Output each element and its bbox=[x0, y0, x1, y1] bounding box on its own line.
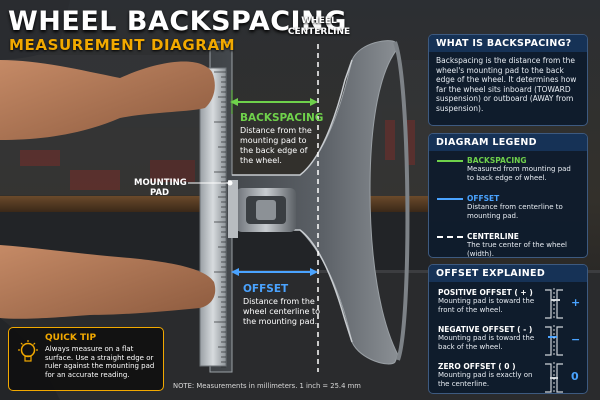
mounting-pad-label-line2: PAD bbox=[150, 188, 170, 198]
lightbulb-icon bbox=[18, 340, 38, 362]
wheel-cross-section bbox=[209, 40, 410, 373]
wheel-profile-icon bbox=[545, 325, 563, 357]
ruler bbox=[199, 67, 227, 368]
offset-sign: − bbox=[571, 333, 581, 346]
offset-item-negative: NEGATIVE OFFSET ( - ) Mounting pad is to… bbox=[429, 325, 587, 362]
backspacing-arrow bbox=[230, 90, 318, 114]
legend-item-offset: OFFSET Distance from centerline to mount… bbox=[429, 194, 587, 232]
quick-tip-box: QUICK TIP Always measure on a flat surfa… bbox=[8, 327, 164, 391]
offset-explained-panel: OFFSET EXPLAINED POSITIVE OFFSET ( + ) M… bbox=[428, 264, 588, 394]
centerline-label-line2: CENTERLINE bbox=[287, 27, 351, 37]
mounting-pad-pointer bbox=[188, 180, 233, 186]
what-is-panel: WHAT IS BACKSPACING? Backspacing is the … bbox=[428, 34, 588, 126]
page-title: WHEEL BACKSPACING bbox=[8, 6, 347, 37]
legend-title: DIAGRAM LEGEND bbox=[429, 134, 587, 151]
backspacing-heading: BACKSPACING bbox=[240, 112, 324, 124]
offset-item-desc: Mounting pad is exactly on the centerlin… bbox=[438, 371, 533, 388]
legend-line-dashed bbox=[437, 236, 463, 238]
quick-tip-text: Always measure on a flat surface. Use a … bbox=[45, 345, 155, 379]
offset-sign: + bbox=[571, 296, 581, 309]
offset-item-name: ZERO OFFSET ( 0 ) bbox=[438, 362, 516, 371]
offset-item-desc: Mounting pad is toward the front of the … bbox=[438, 297, 535, 314]
quick-tip-title: QUICK TIP bbox=[45, 333, 97, 343]
legend-panel: DIAGRAM LEGEND BACKSPACING Measured from… bbox=[428, 133, 588, 258]
offset-explained-title: OFFSET EXPLAINED bbox=[429, 265, 587, 282]
offset-sign: 0 bbox=[571, 370, 579, 383]
offset-item-name: NEGATIVE OFFSET ( - ) bbox=[438, 325, 533, 334]
what-is-text: Backspacing is the distance from the whe… bbox=[436, 56, 577, 113]
mounting-pad-label-line1: MOUNTING bbox=[134, 178, 187, 188]
what-is-title: WHAT IS BACKSPACING? bbox=[429, 35, 587, 52]
centerline-label: WHEEL CENTERLINE bbox=[286, 16, 352, 38]
legend-item-name: BACKSPACING bbox=[467, 156, 527, 165]
centerline-label-line1: WHEEL bbox=[301, 16, 337, 26]
footnote: NOTE: Measurements in millimeters. 1 inc… bbox=[173, 382, 361, 390]
legend-item-desc: Distance from centerline to mounting pad… bbox=[467, 203, 563, 220]
legend-item-centerline: CENTERLINE The true center of the wheel … bbox=[429, 232, 587, 270]
backspacing-description: Distance from the mounting pad to the ba… bbox=[240, 126, 312, 165]
wheel-profile-icon bbox=[545, 288, 563, 320]
legend-item-desc: Measured from mounting pad to back edge … bbox=[467, 165, 571, 182]
legend-item-name: CENTERLINE bbox=[467, 232, 519, 241]
offset-heading: OFFSET bbox=[243, 283, 289, 295]
offset-description: Distance from the wheel centerline to th… bbox=[243, 297, 320, 326]
legend-item-name: OFFSET bbox=[467, 194, 500, 203]
offset-item-desc: Mounting pad is toward the back of the w… bbox=[438, 334, 535, 351]
offset-item-positive: POSITIVE OFFSET ( + ) Mounting pad is to… bbox=[429, 288, 587, 325]
offset-item-name: POSITIVE OFFSET ( + ) bbox=[438, 288, 533, 297]
legend-item-desc: The true center of the wheel (width). bbox=[467, 241, 567, 258]
offset-item-zero: ZERO OFFSET ( 0 ) Mounting pad is exactl… bbox=[429, 362, 587, 399]
legend-item-backspacing: BACKSPACING Measured from mounting pad t… bbox=[429, 156, 587, 194]
legend-line-green bbox=[437, 160, 463, 162]
legend-line-blue bbox=[437, 198, 463, 200]
offset-arrow bbox=[231, 268, 318, 276]
page-subtitle: MEASUREMENT DIAGRAM bbox=[9, 36, 236, 54]
wheel-profile-icon bbox=[545, 362, 563, 394]
mounting-pad-label: MOUNTING PAD bbox=[134, 178, 194, 198]
